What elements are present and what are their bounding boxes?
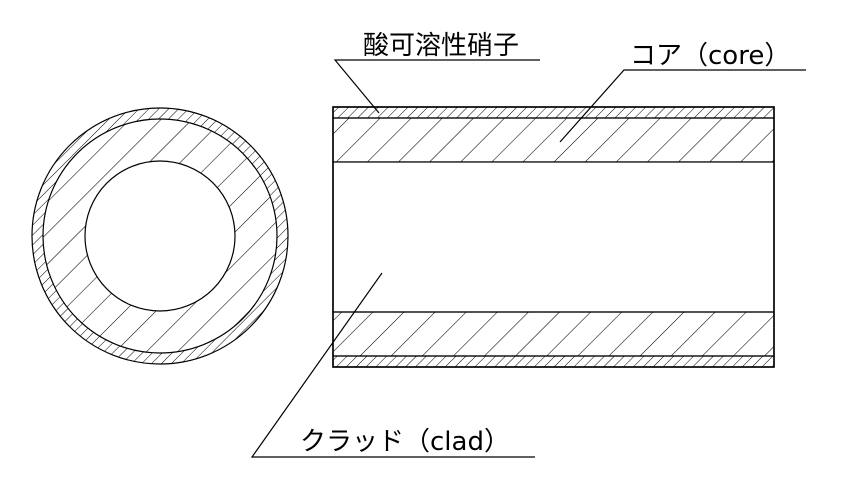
inner-circle: [84, 160, 236, 312]
top-glass-layer: [332, 106, 775, 119]
bottom-core-layer: [332, 311, 775, 357]
leader-core: [559, 69, 806, 143]
label-core: コア（core）: [630, 41, 790, 71]
leader-acid-soluble-glass: [333, 59, 540, 114]
top-core-layer: [332, 117, 775, 163]
label-acid-soluble-glass: 酸可溶性硝子: [363, 31, 519, 61]
leader-lines: [250, 59, 806, 458]
label-clad: クラッド（clad）: [300, 427, 510, 457]
middle-circle: [42, 118, 278, 354]
side-view: [332, 106, 775, 368]
hollow-interior: [332, 161, 775, 313]
outer-circle: [31, 107, 289, 365]
leader-clad: [250, 272, 535, 458]
bottom-glass-layer: [332, 355, 775, 368]
side-view-outline: [332, 106, 775, 368]
